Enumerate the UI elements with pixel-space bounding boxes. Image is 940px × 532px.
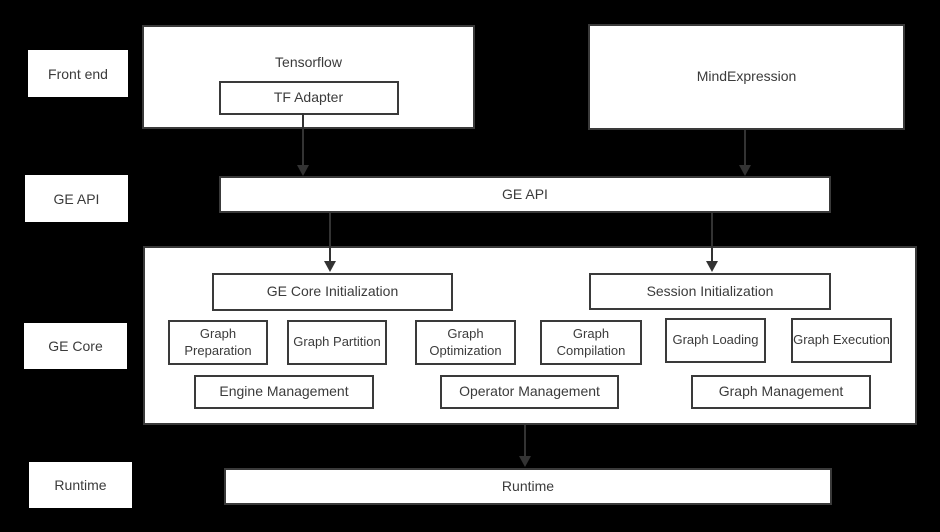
graph-optimization-box: Graph Optimization — [415, 320, 516, 365]
row-label-runtime: Runtime — [29, 462, 132, 508]
row-label-front-end: Front end — [28, 50, 128, 97]
arrow-tf-adapter-to-ge-api — [297, 113, 309, 176]
arrow-ge-api-to-ge-core-initialization — [324, 213, 336, 272]
graph-management-box: Graph Management — [691, 375, 871, 409]
row-label-ge-api: GE API — [25, 175, 128, 222]
graph-execution-box: Graph Execution — [791, 318, 892, 363]
tf-adapter-box: TF Adapter — [218, 80, 399, 115]
session-initialization-box: Session Initialization — [589, 273, 831, 310]
tensorflow-label: Tensorflow — [275, 54, 342, 70]
graph-compilation-box: Graph Compilation — [540, 320, 642, 365]
tensorflow-box: Tensorflow TF Adapter — [142, 25, 475, 129]
operator-management-box: Operator Management — [440, 375, 619, 409]
graph-loading-box: Graph Loading — [665, 318, 766, 363]
arrow-mindexpression-to-ge-api — [739, 130, 751, 176]
arrow-ge-api-to-session-initialization — [706, 213, 718, 272]
graph-partition-box: Graph Partition — [287, 320, 387, 365]
runtime-bar: Runtime — [224, 468, 832, 505]
arrow-ge-core-to-runtime — [519, 425, 531, 467]
engine-management-box: Engine Management — [194, 375, 374, 409]
mindexpression-box: MindExpression — [588, 24, 905, 130]
graph-preparation-box: Graph Preparation — [168, 320, 268, 365]
row-label-ge-core: GE Core — [24, 323, 127, 369]
ge-core-initialization-box: GE Core Initialization — [212, 273, 453, 311]
ge-api-bar: GE API — [219, 176, 831, 213]
